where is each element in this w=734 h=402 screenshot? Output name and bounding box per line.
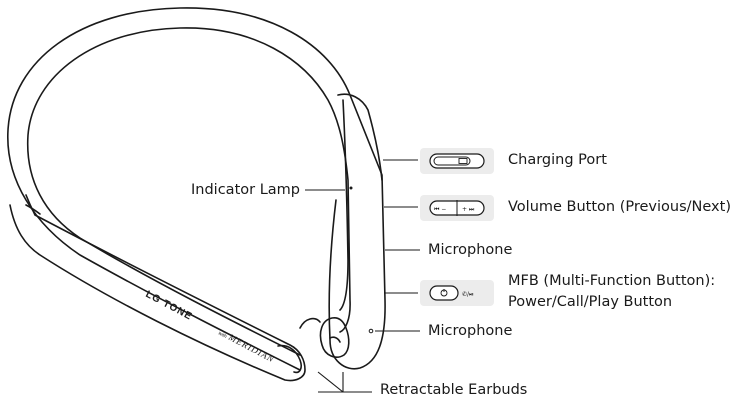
charging-port-callout	[420, 148, 494, 174]
volume-button-callout: ⏮ − + ⏭	[420, 195, 494, 221]
band-seam-2	[299, 317, 321, 329]
earbud-left	[277, 344, 302, 374]
band-outer-outline	[7, 7, 386, 371]
earbud-tip	[329, 336, 341, 343]
right-housing-outline	[337, 93, 383, 181]
label-mfb-line2: Power/Call/Play Button	[508, 294, 673, 310]
label-indicator-lamp: Indicator Lamp	[191, 182, 300, 198]
usb-port-icon	[429, 153, 485, 169]
partner-text: MERIDIAN	[226, 331, 276, 364]
partner-prefix: with	[217, 330, 228, 340]
power-call-play-icon: ✆/⏯	[429, 285, 474, 301]
mfb-callout: ✆/⏯	[420, 280, 494, 306]
svg-text:✆/⏯: ✆/⏯	[462, 291, 474, 298]
prev-next-icon: ⏮ − + ⏭	[429, 200, 485, 216]
earbud-right	[319, 317, 350, 358]
band-lower-face	[9, 194, 306, 382]
label-charging-port: Charging Port	[508, 152, 607, 168]
label-earbuds: Retractable Earbuds	[380, 382, 528, 398]
leader-earbuds-a	[317, 371, 344, 393]
label-microphone-2: Microphone	[428, 323, 513, 339]
right-housing-inner	[339, 99, 349, 311]
indicator-lamp-dot	[349, 186, 353, 190]
label-mfb-line1: MFB (Multi-Function Button):	[508, 273, 716, 289]
svg-text:⏮ −: ⏮ −	[434, 206, 446, 213]
label-volume-button: Volume Button (Previous/Next)	[508, 199, 731, 215]
band-seam	[25, 204, 41, 215]
microphone-dot-2	[368, 328, 374, 334]
svg-text:+ ⏭: + ⏭	[462, 206, 475, 213]
label-microphone-1: Microphone	[428, 242, 513, 258]
